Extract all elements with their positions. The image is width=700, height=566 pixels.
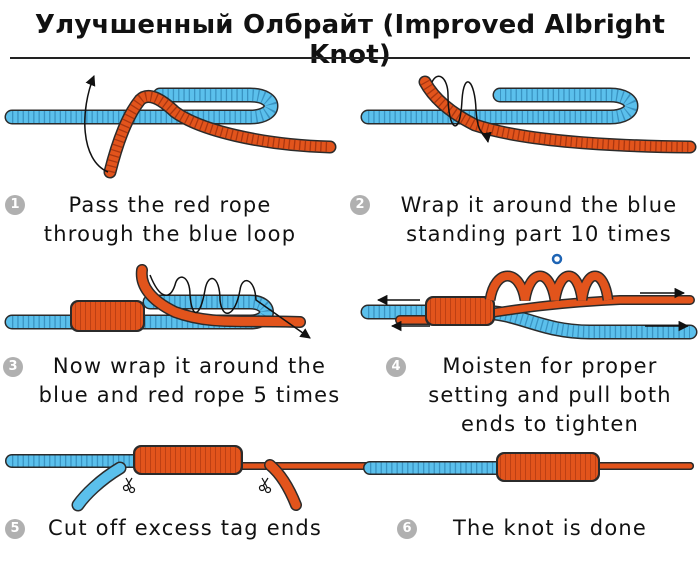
step-1-illustration [4,75,337,179]
step-4-caption: Moisten for proper setting and pull both… [405,352,695,439]
step-3-illustration [4,264,311,339]
step-5-line-1: Cut off excess tag ends [47,516,323,540]
step-6-caption: The knot is done [430,514,670,543]
step-5-badge: 5 [5,519,25,539]
step-1-badge: 1 [5,195,25,215]
step-2-illustration [360,75,697,154]
step-2-badge: 2 [350,195,370,215]
step-3-line-1: Now wrap it around the [52,354,327,378]
step-4-illustration [360,253,698,340]
step-2-line-2: standing part 10 times [406,222,672,246]
step-3-caption: Now wrap it around the blue and red rope… [22,352,357,410]
step-2-line-1: Wrap it around the blue [400,193,678,217]
title-divider [10,57,690,59]
step-4-line-2: setting and pull both [428,383,672,407]
step-6-illustration [363,452,694,482]
step-6-line-1: The knot is done [452,516,648,540]
step-1-caption: Pass the red rope through the blue loop [20,191,320,249]
step-4-badge: 4 [386,357,406,377]
step-1-line-1: Pass the red rope [68,193,272,217]
step-6-badge: 6 [397,519,417,539]
step-2-caption: Wrap it around the blue standing part 10… [378,191,700,249]
step-3-line-2: blue and red rope 5 times [38,383,341,407]
step-4-line-1: Moisten for proper [442,354,658,378]
step-4-line-3: ends to tighten [460,412,640,436]
step-3-badge: 3 [3,357,23,377]
step-5-caption: Cut off excess tag ends [30,514,340,543]
step-1-line-2: through the blue loop [43,222,297,246]
page-title: Улучшенный Олбрайт (Improved Albright Kn… [34,10,666,70]
